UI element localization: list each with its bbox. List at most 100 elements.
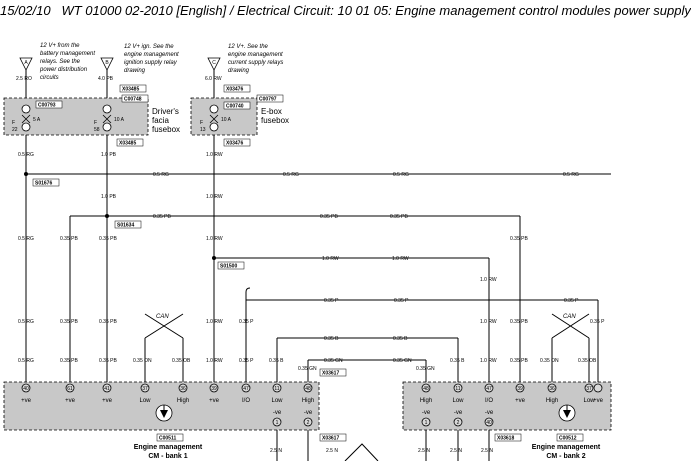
wire-labels: 0.5 RG 0.5 RG 0.5 RG 0.5 RG 1.0 PB 1.0 P… xyxy=(18,152,605,454)
ref-s01676: S01676 xyxy=(32,178,60,187)
svg-text:0.5 RG: 0.5 RG xyxy=(18,152,34,158)
svg-text:1: 1 xyxy=(276,420,279,426)
pin-label: Low xyxy=(139,398,151,404)
svg-text:1.0 PB: 1.0 PB xyxy=(101,152,117,158)
pin-label: Low xyxy=(583,398,595,404)
ref-x03485b: X03485 xyxy=(116,138,144,147)
svg-text:10 A: 10 A xyxy=(221,117,232,123)
svg-text:0.5 RG: 0.5 RG xyxy=(563,172,579,178)
fusebox-label: fusebox xyxy=(152,125,180,134)
svg-text:0.5 RG: 0.5 RG xyxy=(18,319,34,325)
note-line: relays. See the xyxy=(40,59,81,65)
svg-text:1.0 PB: 1.0 PB xyxy=(101,194,117,200)
svg-text:-ve: -ve xyxy=(422,410,431,416)
svg-text:0.5 RG: 0.5 RG xyxy=(18,236,34,242)
svg-text:2.5 N: 2.5 N xyxy=(326,448,338,454)
svg-text:0.35 ON: 0.35 ON xyxy=(133,358,152,364)
ecu-bank-2-box xyxy=(402,381,612,431)
svg-text:C00797: C00797 xyxy=(259,97,277,103)
note-battery: 12 V+ from the battery management relays… xyxy=(39,43,95,81)
pin-number: 48 xyxy=(423,386,429,392)
pin-label: I/O xyxy=(242,398,250,404)
svg-text:0.35 PB: 0.35 PB xyxy=(320,214,338,220)
ref-c00793: C00793 xyxy=(35,100,63,109)
svg-text:0.35 B: 0.35 B xyxy=(450,358,465,364)
note-line: 12 V+. See the xyxy=(228,44,269,50)
svg-text:2.5 N: 2.5 N xyxy=(418,448,430,454)
pin-number: 37 xyxy=(142,386,148,392)
svg-text:1.0 RW: 1.0 RW xyxy=(206,358,223,364)
pin-number: 11 xyxy=(455,386,460,392)
svg-text:F: F xyxy=(12,120,15,126)
svg-text:1.0 RW: 1.0 RW xyxy=(206,236,223,242)
svg-text:0.35 B: 0.35 B xyxy=(269,358,284,364)
supply-triangle-b: B xyxy=(100,57,114,71)
note-line: current supply relays xyxy=(228,60,283,66)
pin-number: 40 xyxy=(23,386,29,392)
svg-text:X03618: X03618 xyxy=(497,436,514,442)
ecu-symbol-icon xyxy=(155,404,173,422)
pin-label: Low xyxy=(452,398,464,404)
connector-pin: 39+ve xyxy=(515,383,526,404)
ecu-bank-1-subname: CM - bank 1 xyxy=(148,453,187,460)
fusebox-label: fusebox xyxy=(261,116,289,125)
splice-points xyxy=(24,172,216,260)
svg-text:F: F xyxy=(200,120,203,126)
svg-text:1.0 RW: 1.0 RW xyxy=(480,358,497,364)
svg-text:0.35 GN: 0.35 GN xyxy=(298,366,317,372)
can-label: CAN xyxy=(156,314,169,320)
ecu-symbol-icon xyxy=(558,404,576,422)
fusebox-label: facia xyxy=(152,116,169,125)
supply-wire-c: 6.0 RW xyxy=(205,76,222,82)
svg-text:0.35 PB: 0.35 PB xyxy=(60,236,78,242)
pin-label: +ve xyxy=(515,398,526,404)
svg-text:0.35 GN: 0.35 GN xyxy=(324,358,343,364)
svg-text:1.0 RW: 1.0 RW xyxy=(322,256,339,262)
can-label: CAN xyxy=(563,314,576,320)
svg-text:0.35 PB: 0.35 PB xyxy=(99,236,117,242)
header-title-bar: 15/02/10 WT 01000 02-2010 [English] / El… xyxy=(0,0,691,22)
note-line: drawing xyxy=(228,68,250,74)
connector-pin: 47I/O xyxy=(484,383,494,404)
svg-text:C00793: C00793 xyxy=(38,103,56,109)
svg-text:-ve: -ve xyxy=(304,410,313,416)
note-line: drawing xyxy=(124,68,146,74)
note-line: power distribution xyxy=(39,67,88,73)
pin-number: 36 xyxy=(180,386,186,392)
svg-text:0.35 GN: 0.35 GN xyxy=(416,366,435,372)
svg-text:0.5 RG: 0.5 RG xyxy=(393,172,409,178)
svg-text:0.35 PB: 0.35 PB xyxy=(390,214,408,220)
supply-triangle-a: A xyxy=(19,57,33,71)
pin-label: +ve xyxy=(593,398,604,404)
svg-text:1.0 RW: 1.0 RW xyxy=(206,194,223,200)
svg-text:2: 2 xyxy=(307,420,310,426)
pin-label: Low xyxy=(271,398,283,404)
svg-text:0.35 P: 0.35 P xyxy=(590,319,605,325)
note-line: circuits xyxy=(40,75,59,81)
svg-text:0.35 OB: 0.35 OB xyxy=(172,358,191,364)
ref-x03476: X03476 xyxy=(223,84,251,93)
supply-wire-a: 2.5 RO xyxy=(16,76,32,82)
svg-text:0.35 PB: 0.35 PB xyxy=(60,319,78,325)
svg-text:0.5 RG: 0.5 RG xyxy=(18,358,34,364)
svg-text:10 A: 10 A xyxy=(114,117,125,123)
pin-label: +ve xyxy=(209,398,220,404)
svg-text:0.35 P: 0.35 P xyxy=(239,358,254,364)
svg-text:-ve: -ve xyxy=(454,410,463,416)
svg-text:0.35 B: 0.35 B xyxy=(324,336,339,342)
fuse-f58: F 58 10 A xyxy=(94,104,125,133)
fusebox-label: Driver's xyxy=(152,107,179,116)
svg-text:0.35 PB: 0.35 PB xyxy=(99,319,117,325)
ecu-bank-2-subname: CM - bank 2 xyxy=(546,453,585,460)
svg-text:0.5 RG: 0.5 RG xyxy=(153,172,169,178)
fusebox-label: E-box xyxy=(261,107,282,116)
ref-c00511: C00511 xyxy=(156,433,184,442)
note-line: 12 V+ ign. See the xyxy=(124,44,174,50)
